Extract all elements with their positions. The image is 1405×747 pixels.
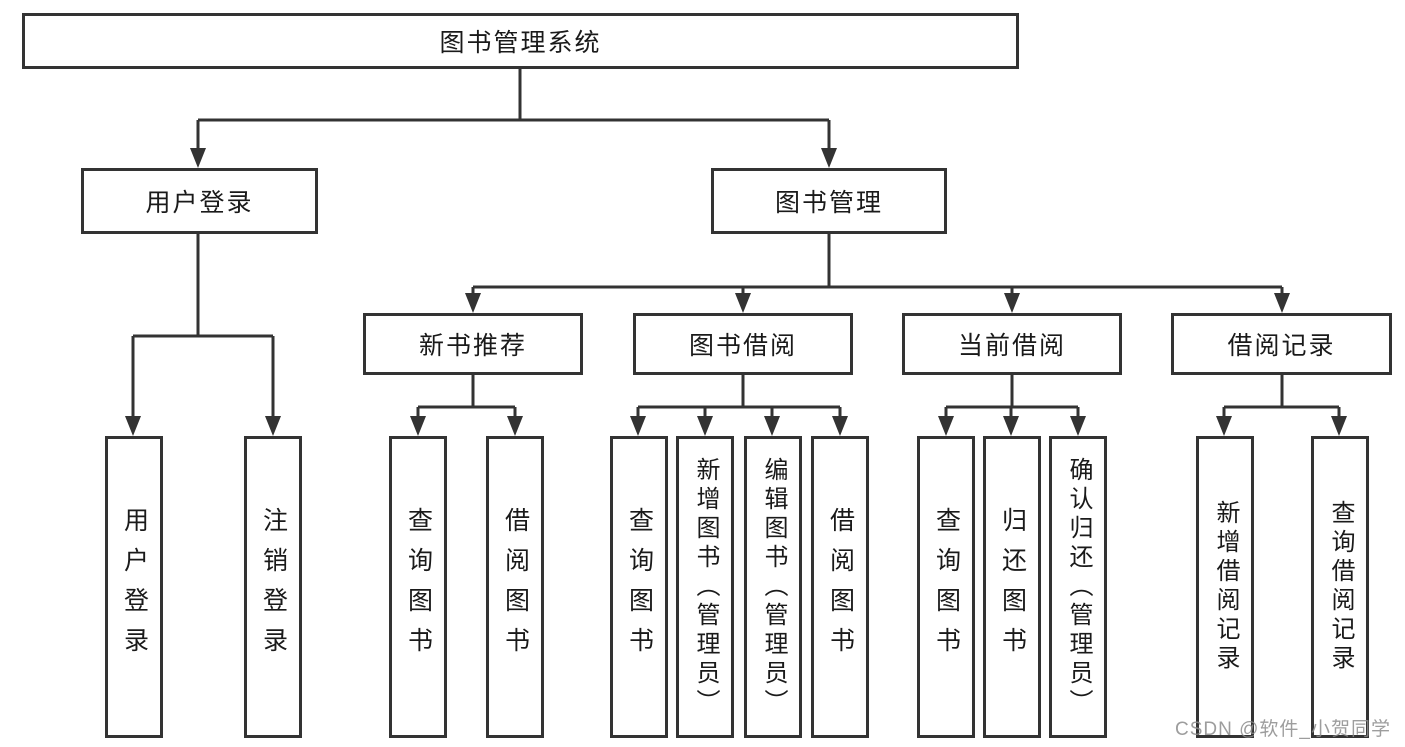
arrowheads xyxy=(125,148,1347,436)
node-label: 用户登录 xyxy=(145,189,254,217)
node-leaf-borrow-query: 查询图书 xyxy=(610,436,668,738)
node-label: 借阅图书 xyxy=(501,507,530,667)
node-cat-borrowing-records: 借阅记录 xyxy=(1171,313,1392,375)
arrow-down-icon xyxy=(465,293,481,313)
connector-records xyxy=(1222,375,1341,422)
node-leaf-newbooks-borrow: 借阅图书 xyxy=(486,436,544,738)
arrow-down-icon xyxy=(697,416,713,436)
node-leaf-user-login: 用户登录 xyxy=(105,436,163,738)
node-label: 查询图书 xyxy=(625,507,654,667)
connector-book-mgmt xyxy=(471,234,1284,298)
node-cat-current-borrowing: 当前借阅 xyxy=(902,313,1122,375)
node-label: 归还图书 xyxy=(998,507,1027,667)
arrow-down-icon xyxy=(764,416,780,436)
node-label: 新增借阅记录 xyxy=(1212,500,1239,674)
arrow-down-icon xyxy=(938,416,954,436)
node-label: 图书借阅 xyxy=(688,332,797,360)
connector-root xyxy=(196,69,831,152)
arrow-down-icon xyxy=(630,416,646,436)
arrow-down-icon xyxy=(410,416,426,436)
arrow-down-icon xyxy=(1274,293,1290,313)
node-label: 查询图书 xyxy=(404,507,433,667)
node-label: 新增图书（管理员） xyxy=(692,456,719,718)
node-label: 当前借阅 xyxy=(957,332,1066,360)
node-cat-new-book-recommend: 新书推荐 xyxy=(363,313,583,375)
connector-current xyxy=(944,375,1080,422)
node-leaf-borrow-add-admin: 新增图书（管理员） xyxy=(676,436,734,738)
arrow-down-icon xyxy=(821,148,837,168)
node-branch-user-login: 用户登录 xyxy=(81,168,318,234)
csdn-watermark: CSDN @软件_小贺同学 xyxy=(1175,719,1391,740)
node-leaf-borrow-borrow: 借阅图书 xyxy=(811,436,869,738)
connector-borrow xyxy=(636,375,842,422)
node-leaf-logout: 注销登录 xyxy=(244,436,302,738)
node-label: 借阅记录 xyxy=(1227,332,1336,360)
node-leaf-borrow-edit-admin: 编辑图书（管理员） xyxy=(744,436,802,738)
connector-user-login xyxy=(131,234,275,422)
node-label: 查询借阅记录 xyxy=(1327,500,1354,674)
arrow-down-icon xyxy=(190,148,206,168)
connector-new-books xyxy=(416,375,517,422)
node-label: 图书管理系统 xyxy=(439,29,602,57)
node-cat-book-borrowing: 图书借阅 xyxy=(633,313,853,375)
node-leaf-current-query: 查询图书 xyxy=(917,436,975,738)
arrow-down-icon xyxy=(125,416,141,436)
node-leaf-records-add: 新增借阅记录 xyxy=(1196,436,1254,738)
arrow-down-icon xyxy=(265,416,281,436)
arrow-down-icon xyxy=(1004,293,1020,313)
node-leaf-records-query: 查询借阅记录 xyxy=(1311,436,1369,738)
arrow-down-icon xyxy=(1070,416,1086,436)
node-label: 图书管理 xyxy=(774,189,883,217)
node-root-library-system: 图书管理系统 xyxy=(22,13,1019,69)
node-label: 注销登录 xyxy=(259,507,288,667)
arrow-down-icon xyxy=(507,416,523,436)
node-label: 确认归还（管理员） xyxy=(1065,456,1092,718)
node-leaf-newbooks-query: 查询图书 xyxy=(389,436,447,738)
node-label: 新书推荐 xyxy=(418,332,527,360)
arrow-down-icon xyxy=(735,293,751,313)
node-label: 查询图书 xyxy=(932,507,961,667)
arrow-down-icon xyxy=(1216,416,1232,436)
node-label: 用户登录 xyxy=(120,507,149,667)
node-leaf-current-return: 归还图书 xyxy=(983,436,1041,738)
node-label: 借阅图书 xyxy=(826,507,855,667)
arrow-down-icon xyxy=(1003,416,1019,436)
node-label: 编辑图书（管理员） xyxy=(760,456,787,718)
node-leaf-current-confirm-admin: 确认归还（管理员） xyxy=(1049,436,1107,738)
arrow-down-icon xyxy=(832,416,848,436)
arrow-down-icon xyxy=(1331,416,1347,436)
node-branch-book-management: 图书管理 xyxy=(711,168,947,234)
